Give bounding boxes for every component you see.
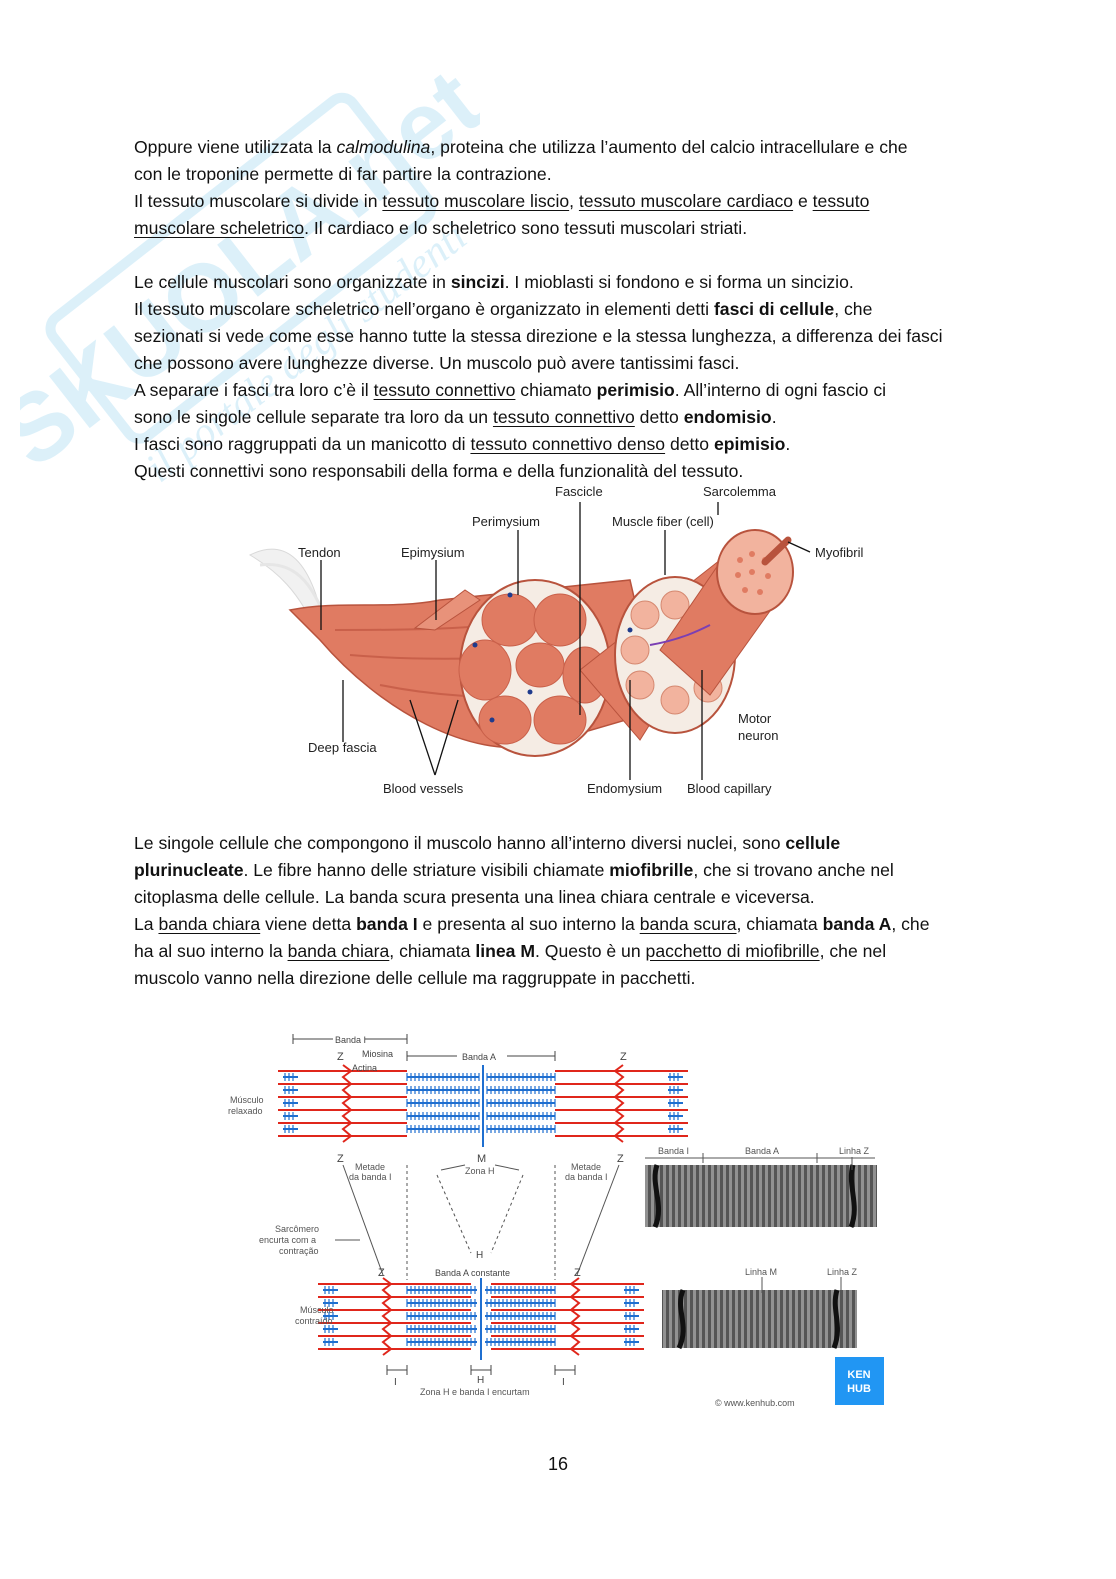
text-line: che possono avere lunghezze diverse. Un … <box>134 353 740 373</box>
label-zona-h: Zona H <box>465 1166 495 1176</box>
label-banda-a: Banda A <box>462 1052 496 1062</box>
label-motor: Motor <box>738 711 772 726</box>
label-m: M <box>477 1153 486 1165</box>
label-muscle-fiber: Muscle fiber (cell) <box>612 514 714 529</box>
label-blood-capillary: Blood capillary <box>687 781 772 796</box>
muscle-anatomy-figure: Fascicle Sarcolemma Perimysium Muscle fi… <box>240 480 880 805</box>
label-micro-linha-z2: Linha Z <box>827 1267 858 1277</box>
contracted-sarcomere-diagram <box>318 1277 644 1360</box>
label-myofibril: Myofibril <box>815 545 864 560</box>
relaxed-sarcomere-diagram <box>278 1064 688 1147</box>
label-metade-left-1: Metade <box>355 1162 385 1172</box>
label-z-right: Z <box>620 1051 627 1063</box>
label-metade-left-2: da banda I <box>349 1172 392 1182</box>
label-z-mid-right: Z <box>617 1153 624 1165</box>
z-line <box>613 1064 625 1143</box>
z-line <box>381 1277 393 1356</box>
label-neuron: neuron <box>738 728 778 743</box>
label-micro-banda-a: Banda A <box>745 1146 779 1156</box>
label-micro-linha-z: Linha Z <box>839 1146 870 1156</box>
label-actina: Actina <box>352 1063 377 1073</box>
sarcomere-figure: Banda I Banda A Z Z Miosina Actina Múscu… <box>225 1025 895 1415</box>
label-z-contracted-right: Z <box>574 1267 581 1279</box>
text-line: muscolo vanno nella direzione delle cell… <box>134 968 696 988</box>
text-line: Le singole cellule che compongono il mus… <box>134 833 841 853</box>
label-h-mid: H <box>476 1250 483 1261</box>
label-h-bottom: H <box>477 1375 484 1386</box>
text-line: citoplasma delle cellule. La banda scura… <box>134 887 815 907</box>
z-line <box>569 1277 581 1356</box>
text-line: con le troponine permette di far partire… <box>134 164 552 184</box>
text-line: ha al suo interno la banda chiara, chiam… <box>134 941 887 961</box>
label-micro-linha-m: Linha M <box>745 1267 777 1277</box>
text-line: Il tessuto muscolare si divide in tessut… <box>134 191 870 211</box>
text-line: La banda chiara viene detta banda I e pr… <box>134 914 930 934</box>
label-sarcomero-2: encurta com a <box>259 1235 316 1245</box>
micrograph-contracted <box>662 1289 857 1350</box>
text-line: sezionati si vede come esse hanno tutte … <box>134 326 943 346</box>
label-epimysium: Epimysium <box>401 545 465 560</box>
text-line: muscolare scheletrico. Il cardiaco e lo … <box>134 218 748 238</box>
paragraph-block-3: Le singole cellule che compongono il mus… <box>134 830 994 992</box>
text-line: A separare i fasci tra loro c’è il tessu… <box>134 380 887 400</box>
kenhub-credit: © www.kenhub.com <box>715 1398 795 1408</box>
label-deep-fascia: Deep fascia <box>308 740 377 755</box>
label-banda-a-constante: Banda A constante <box>435 1268 510 1278</box>
text-line: plurinucleate. Le fibre hanno delle stri… <box>134 860 894 880</box>
label-perimysium: Perimysium <box>472 514 540 529</box>
label-i-left: I <box>394 1377 397 1388</box>
text-line: Il tessuto muscolare scheletrico nell’or… <box>134 299 873 319</box>
kenhub-logo <box>835 1357 884 1405</box>
text-line: Oppure viene utilizzata la calmodulina, … <box>134 137 908 157</box>
label-i-right: I <box>562 1377 565 1388</box>
label-sarcolemma: Sarcolemma <box>703 484 777 499</box>
label-metade-right-1: Metade <box>571 1162 601 1172</box>
label-musculo-relaxado-1: Músculo <box>230 1095 264 1105</box>
paragraph-block-1: Oppure viene utilizzata la calmodulina, … <box>134 134 994 485</box>
page-number: 16 <box>547 1454 569 1474</box>
label-micro-banda-i: Banda I <box>658 1146 689 1156</box>
label-musculo-contraido-2: contraído <box>295 1316 333 1326</box>
text-line: I fasci sono raggruppati da un manicotto… <box>134 434 791 454</box>
z-line <box>341 1064 353 1143</box>
label-z-contracted-left: Z <box>378 1267 385 1279</box>
micrograph-relaxed <box>645 1164 877 1229</box>
text-line: Questi connettivi sono responsabili dell… <box>134 461 744 481</box>
label-tendon: Tendon <box>298 545 341 560</box>
label-endomysium: Endomysium <box>587 781 662 796</box>
label-musculo-relaxado-2: relaxado <box>228 1106 263 1116</box>
label-z-mid-left: Z <box>337 1153 344 1165</box>
label-zona-h-encurtam: Zona H e banda I encurtam <box>420 1387 530 1397</box>
label-banda-i-top: Banda I <box>335 1035 366 1045</box>
label-blood-vessels: Blood vessels <box>383 781 464 796</box>
text-line: Le cellule muscolari sono organizzate in… <box>134 272 854 292</box>
kenhub-logo-text-2: HUB <box>847 1383 871 1395</box>
label-sarcomero-3: contração <box>279 1246 319 1256</box>
label-musculo-contraido-1: Músculo <box>300 1305 334 1315</box>
text-line: sono le singole cellule separate tra lor… <box>134 407 777 427</box>
label-sarcomero-1: Sarcômero <box>275 1224 319 1234</box>
label-metade-right-2: da banda I <box>565 1172 608 1182</box>
kenhub-logo-text-1: KEN <box>847 1369 870 1381</box>
label-fascicle: Fascicle <box>555 484 603 499</box>
label-miosina: Miosina <box>362 1049 393 1059</box>
label-z-left: Z <box>337 1051 344 1063</box>
